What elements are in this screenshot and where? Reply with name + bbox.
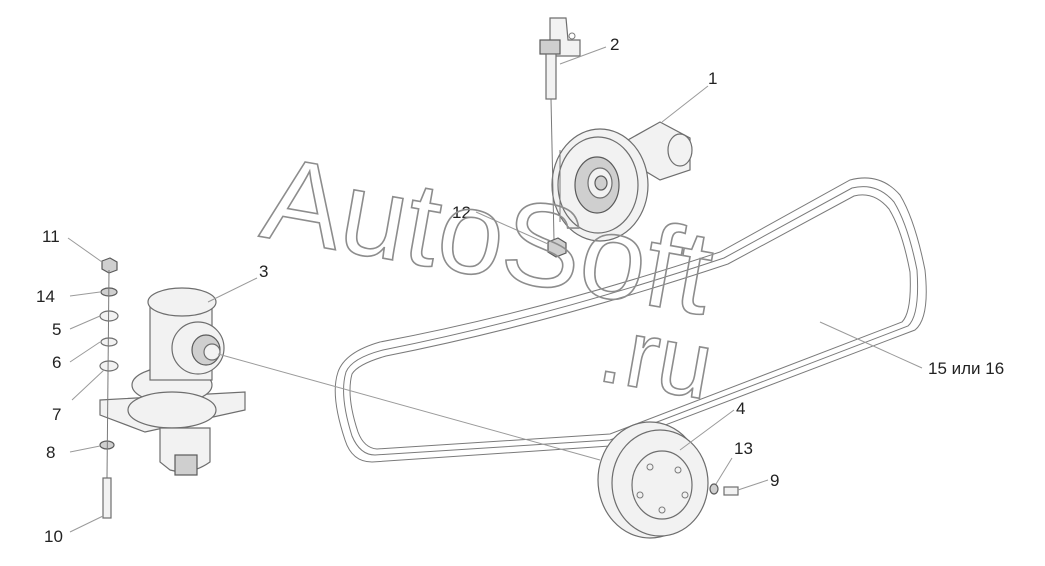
callout-1: 1 (708, 69, 717, 88)
idler-pulley (551, 121, 693, 242)
callout-14: 14 (36, 287, 55, 306)
callout-4: 4 (736, 399, 745, 418)
leader-lines (67, 46, 923, 533)
watermark-line-2: .ru (592, 295, 721, 420)
nut-12 (547, 237, 567, 258)
washer-and-bolt (709, 483, 739, 496)
callout-3: 3 (259, 262, 268, 281)
callout-2: 2 (610, 35, 619, 54)
tensioner-housing (99, 287, 246, 476)
callout-9: 9 (770, 471, 779, 490)
callout-6: 6 (52, 353, 61, 372)
fastener-stack (99, 257, 119, 519)
bolt-with-bracket (539, 17, 581, 241)
callout-5: 5 (52, 320, 61, 339)
callout-8: 8 (46, 443, 55, 462)
drive-belt (334, 177, 927, 463)
callout-10: 10 (44, 527, 63, 546)
callout-7: 7 (52, 405, 61, 424)
callout-15-or-16: 15 или 16 (928, 359, 1004, 378)
callout-11: 11 (42, 227, 60, 246)
callout-12: 12 (452, 203, 471, 222)
crankshaft-pulley (597, 421, 709, 539)
callout-13: 13 (734, 439, 753, 458)
callout-labels: 1 2 3 4 5 6 7 8 9 10 11 12 13 14 15 или … (36, 35, 1004, 546)
